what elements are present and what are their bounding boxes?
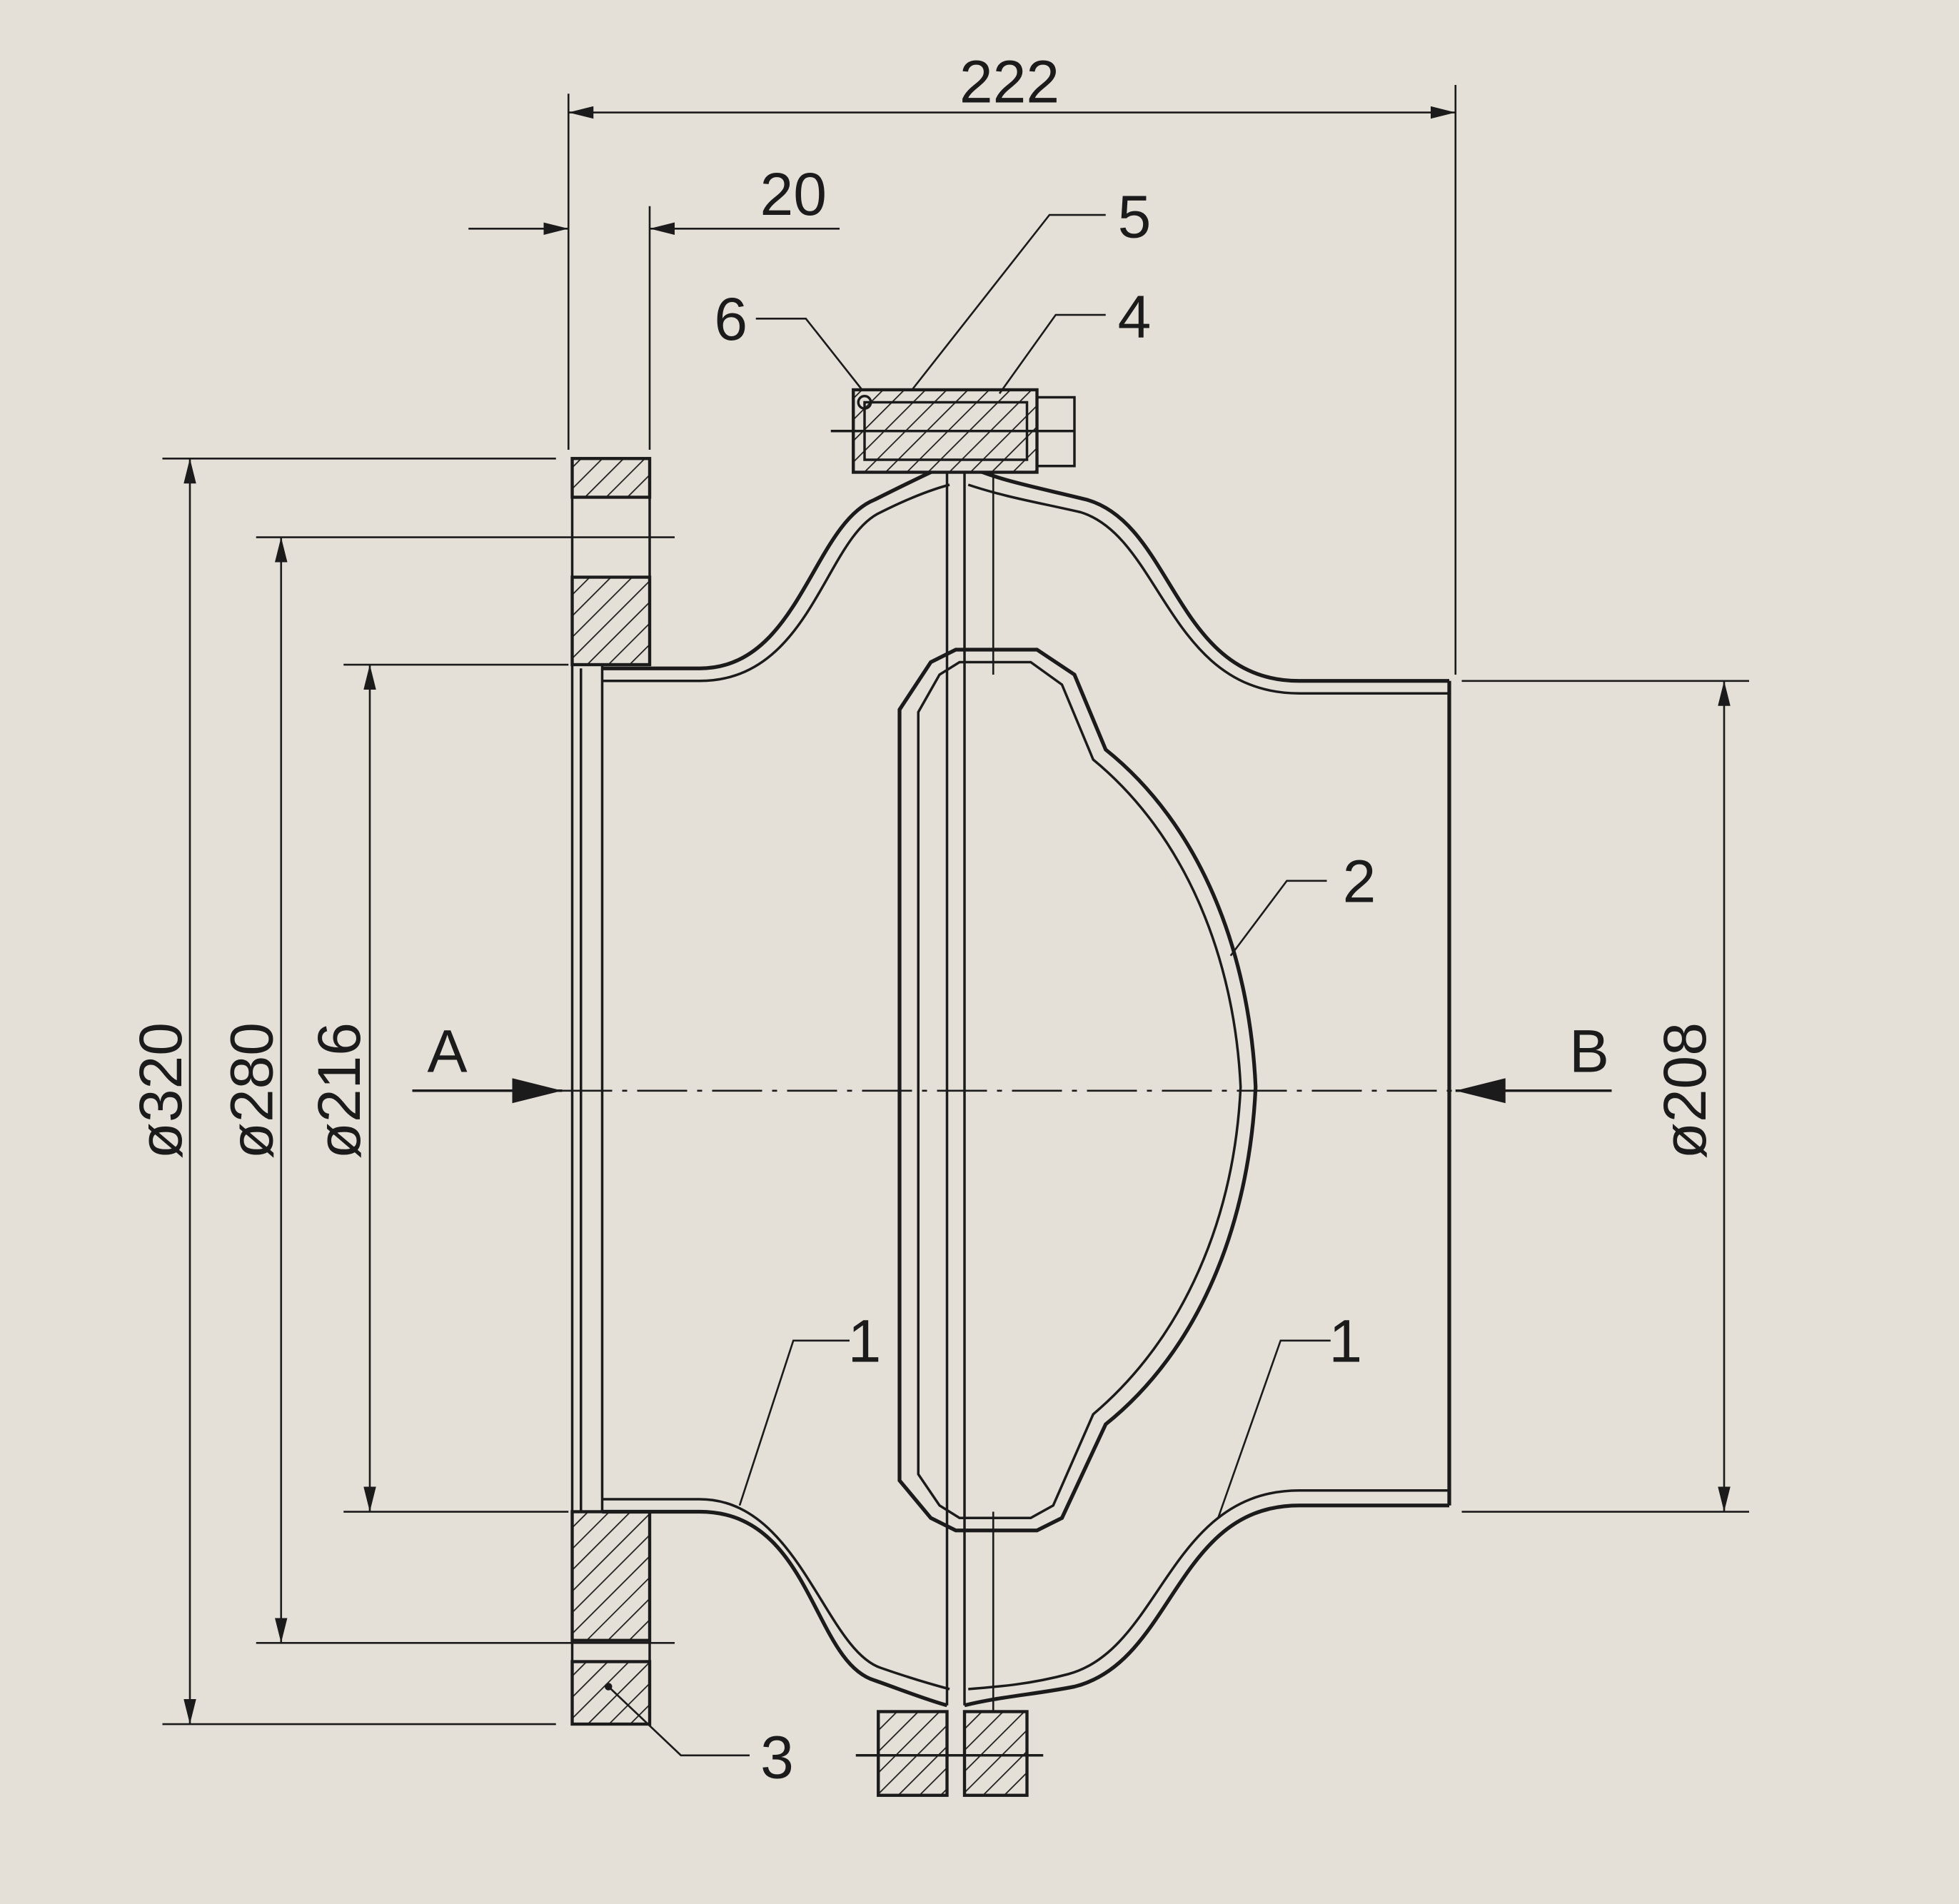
dimension-label-20: 20 [760, 161, 827, 228]
svg-text:6: 6 [714, 286, 747, 353]
svg-text:1: 1 [1329, 1308, 1362, 1375]
dimension-label-222: 222 [960, 49, 1059, 116]
dimension-diameter-320: ø320 [127, 457, 556, 1726]
callout-6: 6 [714, 286, 863, 391]
dimension-diameter-216: ø216 [306, 663, 569, 1513]
svg-text:B: B [1569, 1018, 1609, 1085]
callout-2: 2 [1229, 848, 1376, 957]
callout-3: 3 [605, 1683, 794, 1790]
callout-4: 4 [998, 283, 1152, 395]
disc [897, 648, 1258, 1533]
callout-1-left: 1 [738, 1308, 882, 1506]
callout-1-right: 1 [1217, 1308, 1362, 1518]
dimension-diameter-280: ø280 [218, 536, 675, 1644]
svg-text:ø320: ø320 [127, 1022, 194, 1159]
svg-text:ø216: ø216 [306, 1022, 373, 1159]
flow-arrow-a: A [412, 1018, 563, 1104]
dimension-flange-thickness: 20 [468, 161, 840, 450]
flow-arrow-b: B [1455, 1018, 1612, 1104]
bottom-lugs [855, 1710, 1044, 1797]
svg-text:4: 4 [1118, 283, 1152, 351]
svg-text:1: 1 [848, 1308, 882, 1375]
hinge-bolt [830, 388, 1076, 474]
svg-text:ø208: ø208 [1651, 1022, 1718, 1159]
svg-text:ø280: ø280 [218, 1022, 286, 1159]
inlet-flange [570, 457, 652, 1726]
svg-text:2: 2 [1343, 848, 1376, 915]
dimension-diameter-208: ø208 [1461, 680, 1749, 1513]
valve-body [602, 463, 1451, 1712]
svg-text:3: 3 [760, 1723, 794, 1790]
dimension-overall-length: 222 [567, 49, 1457, 675]
svg-text:5: 5 [1118, 183, 1152, 251]
callout-5: 5 [911, 183, 1152, 391]
svg-text:A: A [427, 1018, 467, 1085]
